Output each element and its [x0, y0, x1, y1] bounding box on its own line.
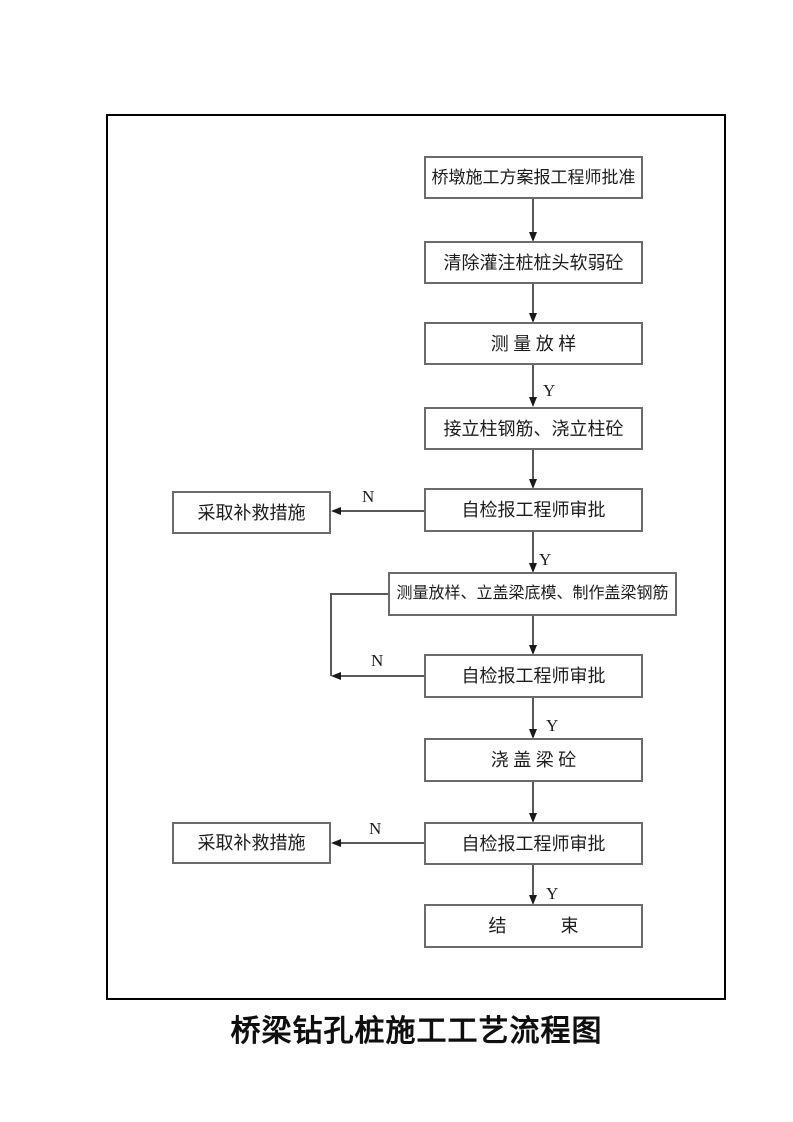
- flow-node-erect-column-label: 接立柱钢筋、浇立柱砼: [443, 418, 624, 439]
- flow-node-remedial-2-label: 采取补救措施: [197, 833, 306, 853]
- flow-lines: [330, 199, 534, 896]
- arrowhead-down-7: [529, 729, 537, 739]
- flow-node-survey-layout-label: 测 量 放 样: [490, 333, 577, 354]
- diagram-title: 桥梁钻孔桩施工工艺流程图: [230, 1015, 603, 1048]
- flow-node-self-check-1-label: 自检报工程师审批: [461, 500, 606, 520]
- arrowhead-down-1: [529, 232, 537, 242]
- flow-node-pour-cap-beam: 浇 盖 梁 砼: [424, 738, 643, 782]
- branch-label-yes-4: Y: [546, 884, 559, 903]
- flow-node-clear-pile-head: 清除灌注桩桩头软弱砼: [424, 241, 643, 284]
- arrowhead-left-3: [331, 839, 341, 847]
- arrowhead-left-1: [331, 507, 341, 515]
- feedback-loop-to-capprep: [330, 593, 388, 676]
- flow-node-approve-plan: 桥墩施工方案报工程师批准: [424, 156, 643, 199]
- flow-node-survey-layout: 测 量 放 样: [424, 322, 643, 365]
- flow-node-approve-plan-label: 桥墩施工方案报工程师批准: [431, 168, 636, 187]
- arrowhead-down-9: [529, 895, 537, 905]
- flow-node-cap-beam-prep-label: 测量放样、立盖梁底模、制作盖梁钢筋: [396, 585, 669, 602]
- arrowhead-down-6: [529, 645, 537, 655]
- flow-node-self-check-3-label: 自检报工程师审批: [461, 833, 606, 854]
- flow-node-self-check-3: 自检报工程师审批: [424, 822, 643, 865]
- branch-label-no-3: N: [369, 819, 382, 838]
- flow-node-cap-beam-prep: 测量放样、立盖梁底模、制作盖梁钢筋: [388, 572, 677, 616]
- flow-node-self-check-1: 自检报工程师审批: [424, 488, 643, 532]
- flow-node-clear-pile-head-label: 清除灌注桩桩头软弱砼: [443, 252, 624, 273]
- arrowhead-down-4: [529, 479, 537, 489]
- flow-node-pour-cap-beam-label: 浇 盖 梁 砼: [490, 750, 577, 770]
- arrowhead-down-2: [529, 313, 537, 323]
- arrowhead-down-5: [529, 563, 537, 573]
- arrowheads: [331, 232, 537, 905]
- flow-node-remedial-2: 采取补救措施: [172, 822, 331, 864]
- arrowhead-down-8: [529, 813, 537, 823]
- arrowhead-left-2: [331, 672, 341, 680]
- flow-node-erect-column: 接立柱钢筋、浇立柱砼: [424, 407, 643, 450]
- flow-node-self-check-2-label: 自检报工程师审批: [461, 666, 606, 686]
- flow-node-remedial-1: 采取补救措施: [172, 491, 331, 534]
- branch-label-yes-1: Y: [543, 381, 556, 400]
- arrowhead-down-3: [529, 397, 537, 407]
- branch-label-yes-3: Y: [546, 716, 559, 735]
- branch-label-no-1: N: [362, 487, 375, 506]
- flow-node-self-check-2: 自检报工程师审批: [424, 654, 643, 698]
- flow-node-end: 结 束: [424, 904, 643, 948]
- branch-label-no-2: N: [371, 651, 384, 670]
- flow-node-remedial-1-label: 采取补救措施: [197, 502, 306, 523]
- flow-node-end-label: 结 束: [488, 916, 579, 936]
- branch-label-yes-2: Y: [539, 550, 552, 569]
